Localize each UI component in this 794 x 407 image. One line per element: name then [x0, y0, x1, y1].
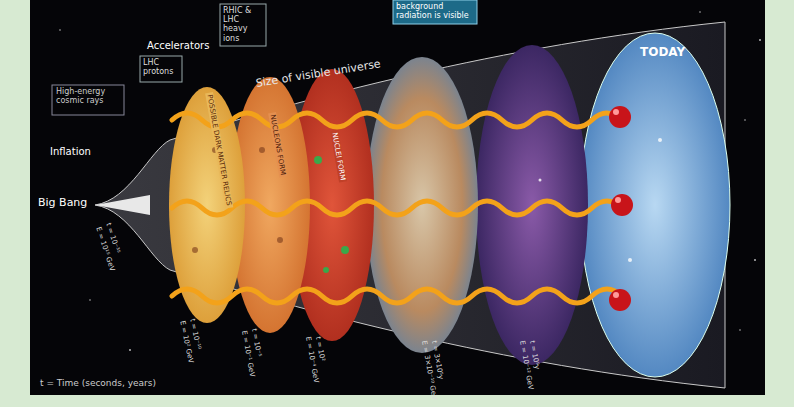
epoch-title: NUCLEI FORM: [330, 130, 347, 183]
accelerator-label: LHC protons: [143, 58, 181, 76]
accelerator-label: RHIC & LHC heavy ions: [223, 6, 265, 43]
epoch-title: NUCLEONS FORM: [268, 112, 287, 178]
universe-size-label: Size of visible universe: [255, 58, 382, 90]
accelerators-label: Accelerators: [147, 40, 209, 52]
today-label: TODAY: [640, 46, 685, 60]
cosmic-ray-label: High-energy cosmic rays: [56, 87, 122, 105]
axis-note: t = Time (seconds, years): [40, 378, 156, 388]
epoch-note: background radiation is visible: [396, 2, 474, 20]
big-bang-label: Big Bang: [38, 197, 87, 210]
epoch-label: Inflation: [50, 146, 91, 158]
epoch-title: POSSIBLE DARK MATTER RELICS: [205, 92, 233, 208]
